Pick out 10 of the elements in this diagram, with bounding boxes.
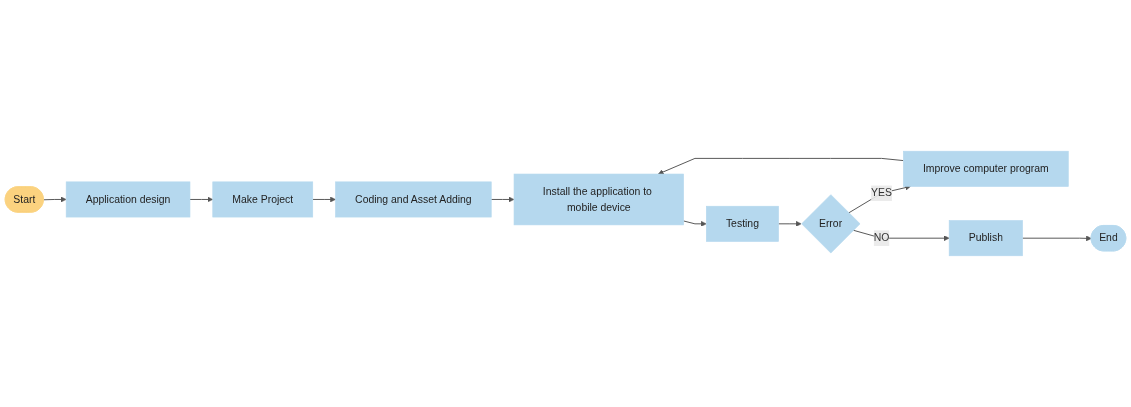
edge-label: YES <box>871 187 892 199</box>
node-diamond: Error <box>801 194 861 254</box>
node-box: Make Project <box>212 181 314 218</box>
node-box: Publish <box>948 220 1023 257</box>
node-box: Application design <box>65 181 191 218</box>
node-box: Coding and Asset Adding <box>335 181 492 218</box>
node-box: Install the application to mobile device <box>513 173 684 226</box>
edge-label: NO <box>873 232 890 244</box>
node-box: Testing <box>706 205 779 242</box>
node-box: Improve computer program <box>903 150 1069 187</box>
